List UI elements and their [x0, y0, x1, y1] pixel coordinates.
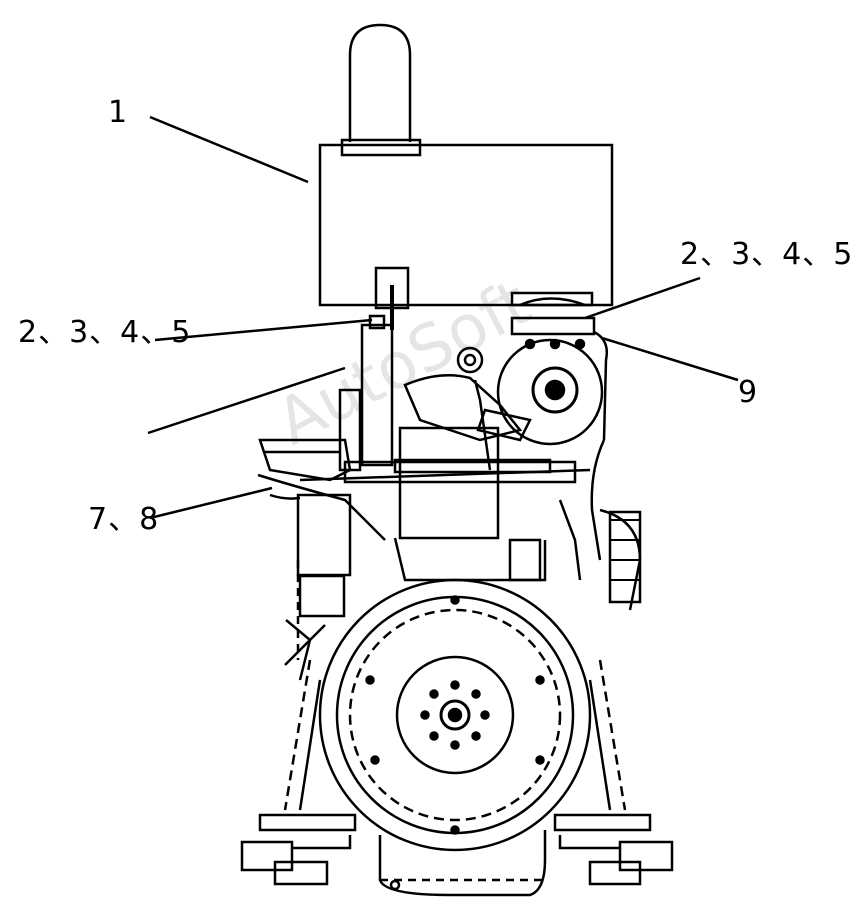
callout-7-8: 7、8 — [88, 502, 160, 537]
leader-line-2345-left — [154, 318, 373, 342]
intake-pipe — [360, 297, 608, 471]
leader-line-1 — [149, 115, 309, 184]
flywheel — [318, 578, 592, 852]
engine-block — [257, 388, 642, 681]
callout-1: 1 — [108, 95, 129, 130]
leader-line-7-8 — [149, 486, 273, 520]
callout-2345-left: 2、3、4、5 — [18, 315, 192, 350]
engine-mounts — [240, 659, 674, 897]
leader-line-unlabeled — [147, 366, 346, 435]
leader-lines — [147, 115, 739, 520]
leader-line-2345-right — [584, 276, 701, 320]
callout-9: 9 — [738, 375, 759, 410]
callout-2345-right: 2、3、4、5 — [680, 237, 853, 272]
air-cleaner — [318, 23, 614, 330]
leader-line-9 — [601, 336, 739, 382]
